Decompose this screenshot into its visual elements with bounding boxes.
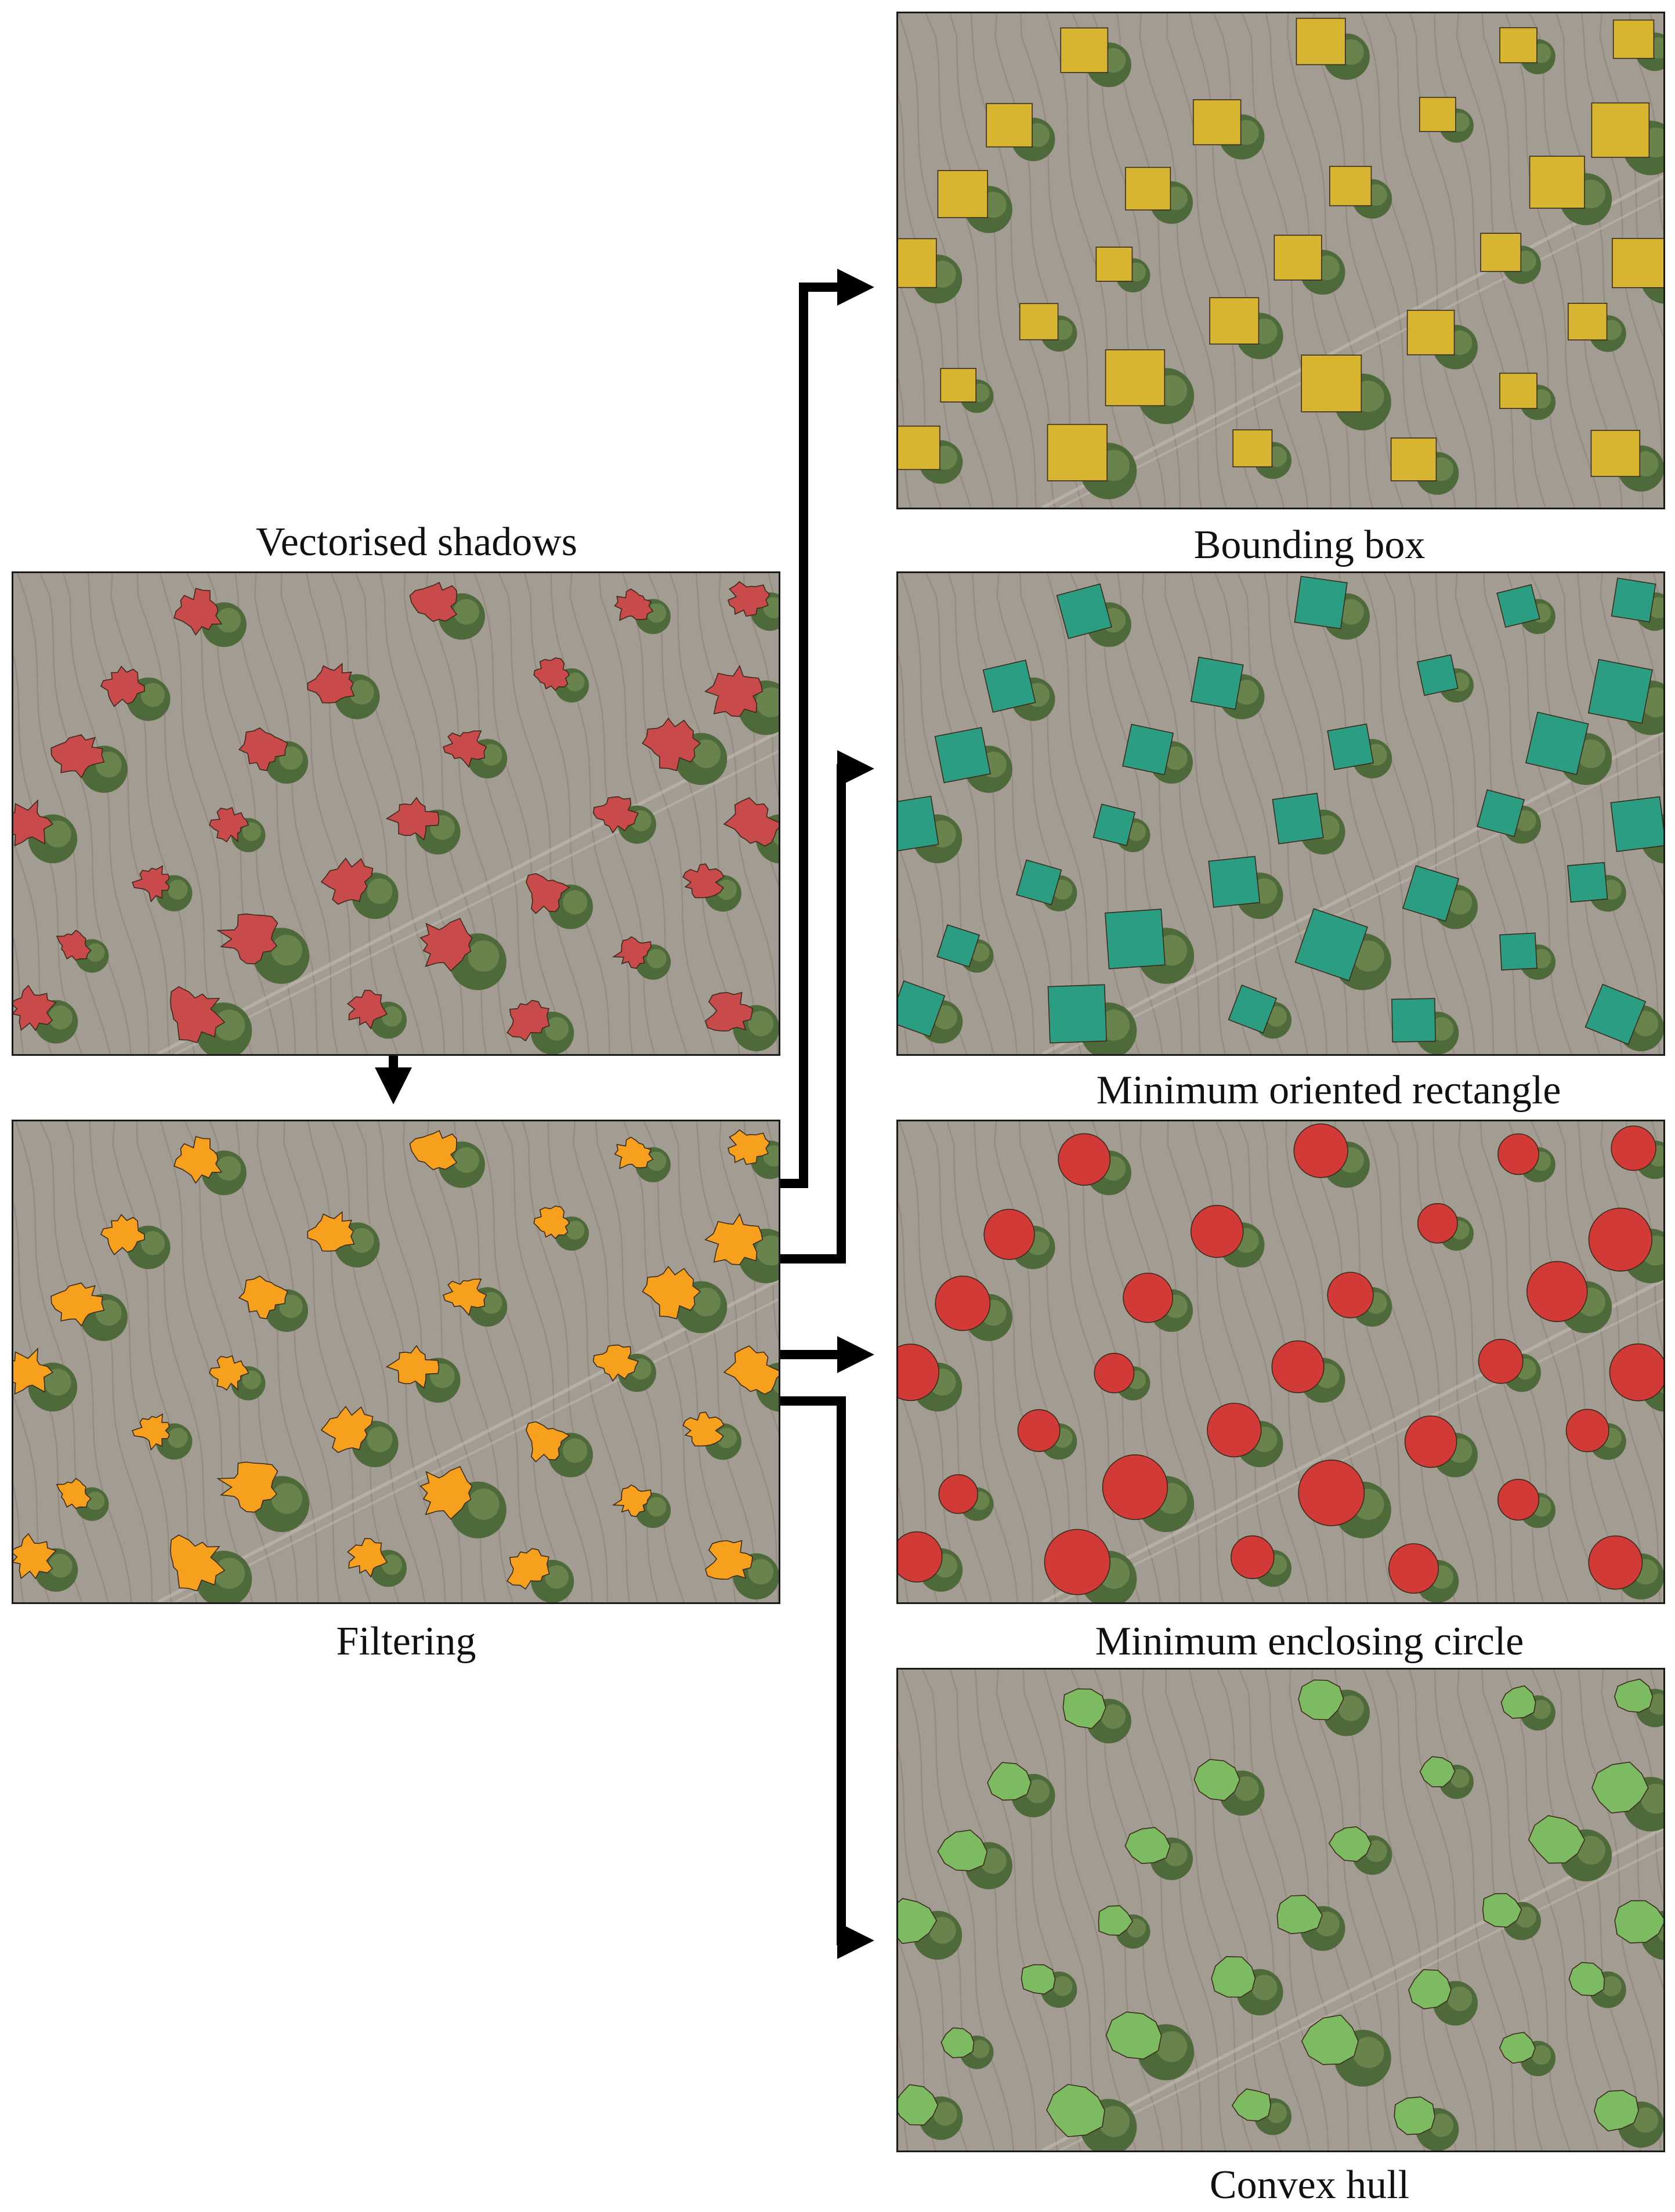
min-enclosing-circle-panel [896, 1120, 1665, 1604]
filtering-panel [12, 1120, 780, 1604]
bounding-box-label: Bounding box [1193, 523, 1426, 567]
min-oriented-rectangle-panel [896, 571, 1665, 1056]
convex-hull-image [898, 1670, 1663, 2151]
vectorised-shadows-panel [12, 571, 780, 1056]
filtered-shapes [13, 1129, 779, 1592]
arrow-filtering-to-convex-hull [780, 1396, 874, 1959]
vectorised-shadows-image [13, 573, 779, 1054]
vectorised-shapes [13, 581, 779, 1044]
rect-shapes [898, 575, 1663, 1045]
min-oriented-rectangle-label: Minimum oriented rectangle [1096, 1068, 1561, 1113]
filtering-image [13, 1121, 779, 1602]
circle-shapes [898, 1123, 1663, 1595]
min-enclosing-circle-label: Minimum enclosing circle [1095, 1619, 1524, 1664]
bounding-box-panel [896, 12, 1665, 509]
hull-shapes [898, 1678, 1663, 2138]
filtering-label: Filtering [336, 1619, 476, 1664]
min-oriented-rectangle-image [898, 573, 1663, 1054]
min-enclosing-circle-image [898, 1121, 1663, 1602]
bbox-shapes [898, 17, 1663, 482]
arrow-filtering-to-oriented-rectangle [780, 750, 874, 1264]
convex-hull-panel [896, 1668, 1665, 2152]
convex-hull-label: Convex hull [1209, 2163, 1410, 2207]
vectorised-shadows-label: Vectorised shadows [255, 520, 578, 564]
bounding-box-image [898, 13, 1663, 508]
arrow-filtering-to-bounding-box [780, 269, 874, 1188]
